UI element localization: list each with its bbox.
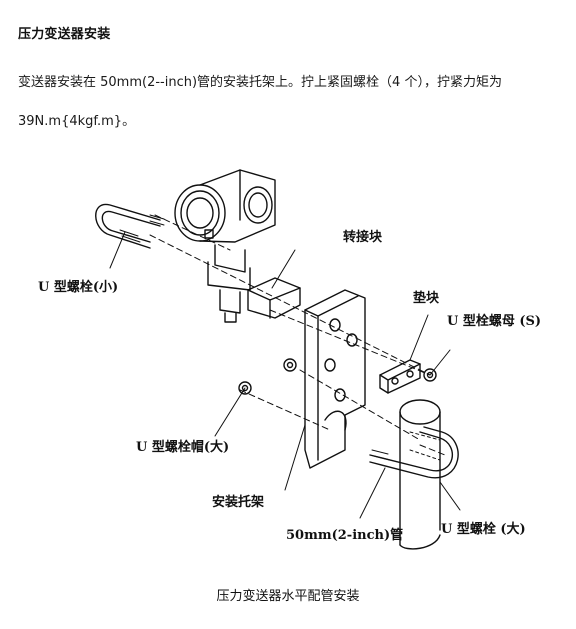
nut-parts (214, 349, 451, 437)
installation-diagram: U 型螺栓(小) 转接块 垫块 U 型栓螺母 (S) U 型螺栓帽(大) 安装托… (0, 150, 576, 570)
assembly-axis-lines (149, 214, 446, 456)
mounting-bracket-part (304, 289, 366, 469)
label-pipe: 50mm(2-inch)管 (286, 528, 404, 543)
label-u-bolt-cap-large: U 型螺栓帽(大) (136, 440, 230, 455)
label-mounting-bracket: 安装托架 (212, 495, 265, 510)
installation-drawing (95, 169, 461, 550)
instruction-line-1: 变送器安装在 50mm(2--inch)管的安装托架上。拧上紧固螺栓（4 个），… (18, 75, 502, 90)
adapter-block-part (247, 249, 301, 319)
label-u-bolt-small: U 型螺栓(小) (38, 280, 119, 295)
u-bolt-small-part (95, 203, 165, 249)
page-title: 压力变送器安装 (18, 27, 111, 42)
label-spacer: 垫块 (413, 291, 440, 306)
u-bolt-large-part (359, 426, 461, 519)
label-u-bolt-large: U 型螺栓 (大) (441, 522, 526, 537)
transmitter-part (174, 169, 276, 323)
figure-caption: 压力变送器水平配管安装 (216, 589, 360, 604)
label-u-bolt-nut-s: U 型栓螺母 (S) (447, 314, 542, 329)
leader-lines (109, 231, 306, 491)
spacer-part (379, 314, 429, 394)
label-adapter-block: 转接块 (343, 230, 383, 245)
instruction-line-2: 39N.m{4kgf.m}。 (18, 114, 136, 129)
